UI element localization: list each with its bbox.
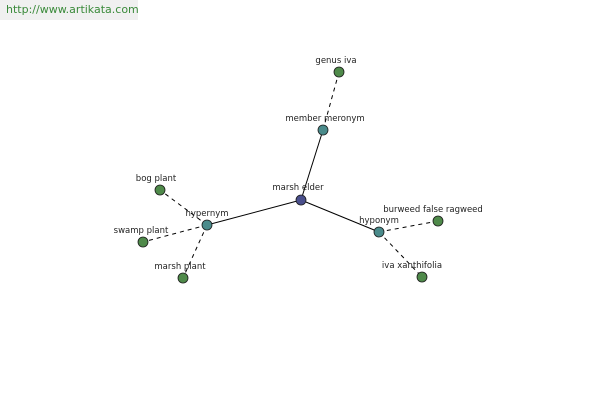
node-member[interactable] <box>317 124 329 136</box>
edge-hyper-bog <box>159 189 208 226</box>
node-label-marshp[interactable]: marsh plant <box>154 262 206 272</box>
node-label-bog[interactable]: bog plant <box>136 174 177 184</box>
node-label-root[interactable]: marsh elder <box>272 183 324 193</box>
node-hypo[interactable] <box>373 226 385 238</box>
edge-member-genus <box>322 71 340 131</box>
node-label-hypo[interactable]: hyponym <box>359 216 399 226</box>
node-label-burweed[interactable]: burweed false ragweed <box>383 205 483 215</box>
edge-root-hyper <box>206 199 302 226</box>
edge-hypo-burweed <box>378 220 439 233</box>
node-swamp[interactable] <box>137 236 149 248</box>
node-ivax[interactable] <box>416 271 428 283</box>
edge-root-hypo <box>300 199 380 233</box>
graph-nodes <box>137 66 444 284</box>
node-marshp[interactable] <box>177 272 189 284</box>
node-root[interactable] <box>295 194 307 206</box>
edge-hypo-ivax <box>378 231 423 278</box>
graph-edges <box>142 71 439 279</box>
node-label-member[interactable]: member meronym <box>285 114 364 124</box>
edge-hyper-swamp <box>142 224 208 243</box>
node-hyper[interactable] <box>201 219 213 231</box>
site-url-link[interactable]: http://www.artikata.com <box>6 3 139 16</box>
edge-root-member <box>300 129 324 201</box>
node-label-ivax[interactable]: iva xanthifolia <box>382 261 442 271</box>
graph-labels: marsh elder member meronym hypernym hyponym… <box>114 56 483 272</box>
site-watermark: http://www.artikata.com <box>0 0 139 20</box>
node-label-swamp[interactable]: swamp plant <box>114 226 169 236</box>
node-label-genus[interactable]: genus iva <box>315 56 356 66</box>
node-burweed[interactable] <box>432 215 444 227</box>
node-bog[interactable] <box>154 184 166 196</box>
node-label-hyper[interactable]: hypernym <box>185 209 228 219</box>
node-genus[interactable] <box>333 66 345 78</box>
edge-hyper-marshp <box>182 224 208 279</box>
